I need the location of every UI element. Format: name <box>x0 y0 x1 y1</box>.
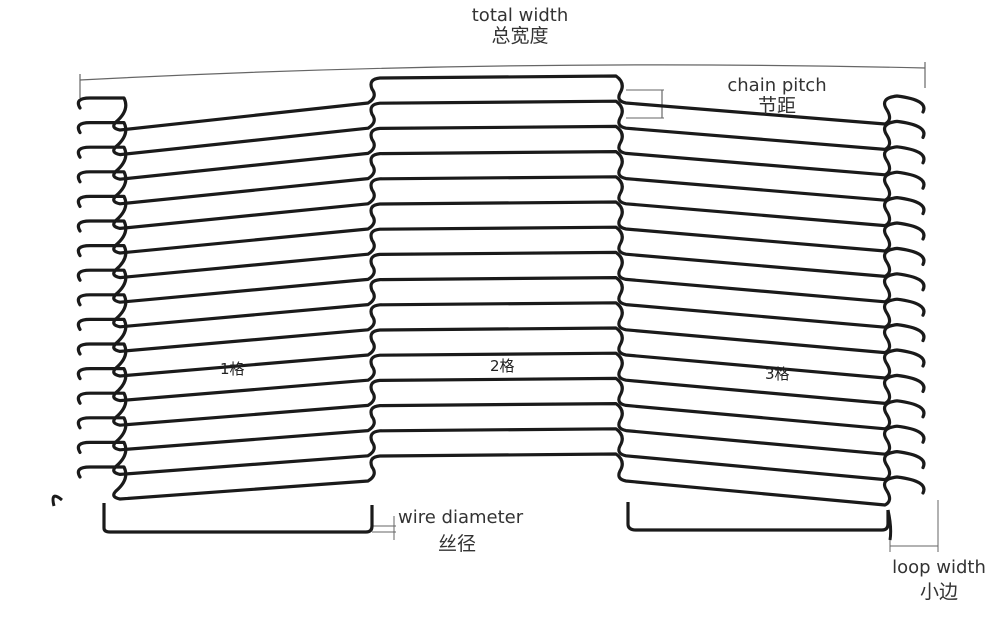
wire-strand <box>76 250 926 304</box>
total-width-line <box>79 64 926 81</box>
wire-strands <box>51 74 926 541</box>
cell-label-2: 2格 <box>490 357 515 375</box>
wire-strand <box>76 200 926 255</box>
wire-strand <box>76 376 926 431</box>
wire-strand <box>76 452 926 507</box>
bottom-loop-right <box>626 502 890 532</box>
wire-strand <box>76 276 926 329</box>
cell-label-1: 1格 <box>220 360 245 378</box>
wire-strand <box>76 351 926 405</box>
wire-strand <box>76 150 926 206</box>
wire-strand <box>76 175 926 230</box>
cell-label-3: 3格 <box>765 365 790 383</box>
wire-strand <box>76 74 926 132</box>
wire-strand <box>76 326 926 380</box>
bottom-hook-right <box>886 509 893 541</box>
wire-diameter-label: wire diameter 丝径 <box>398 507 524 555</box>
chain-pitch-label: chain pitch 节距 <box>727 75 827 117</box>
bottom-loop-left <box>102 503 374 534</box>
loop-width-label: loop width 小边 <box>892 557 986 603</box>
bottom-hook-left <box>51 494 63 507</box>
wire-strand <box>76 402 926 456</box>
wire-strand <box>76 427 926 482</box>
total-width-label: total width 总宽度 <box>471 5 569 47</box>
wire-strand <box>76 301 926 355</box>
dimension-lines <box>79 62 939 552</box>
wire-strand <box>76 124 926 181</box>
wire-strand <box>76 99 926 157</box>
wire-strand <box>76 225 926 280</box>
